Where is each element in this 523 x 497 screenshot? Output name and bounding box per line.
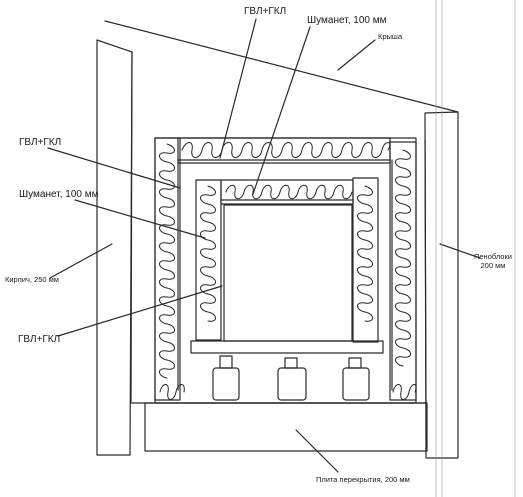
leader-foam — [439, 243, 481, 259]
label-foam-line2: 200 мм — [480, 260, 506, 270]
insulation-corner-left — [159, 384, 185, 400]
brick-wall-inner-line — [130, 51, 133, 404]
leader-roof — [337, 39, 376, 71]
label-gvl-top: ГВЛ+ГКЛ — [244, 6, 287, 17]
label-gvl-bottom: ГВЛ+ГКЛ — [18, 334, 61, 345]
insulation-inner-right — [357, 185, 373, 322]
label-shumanet-top: Шуманет, 100 мм — [307, 15, 387, 26]
top-panel — [177, 137, 391, 164]
label-roof: Крыша — [378, 32, 403, 41]
leader-shumanet-left — [74, 199, 206, 239]
inner-ceiling — [220, 179, 354, 205]
inner-room-space — [223, 204, 353, 342]
floating-floor — [190, 340, 384, 354]
leader-slab — [295, 429, 339, 473]
label-gvl-left: ГВЛ+ГКЛ — [19, 137, 62, 148]
insulation-inner-left — [200, 185, 216, 322]
floor-slab — [144, 402, 428, 452]
insulation-top — [181, 142, 391, 158]
leader-gvl-left — [47, 147, 181, 189]
right-wall-panel — [389, 141, 417, 401]
roof-line — [104, 20, 459, 113]
label-brick: Кирпич, 250 мм — [5, 275, 59, 284]
label-foam-line1: Пеноблоки — [474, 252, 512, 261]
leader-gvl-top — [219, 18, 257, 159]
label-slab: Плита перекрытия, 200 мм — [316, 475, 410, 484]
insulation-left-outer — [159, 143, 175, 379]
leader-shumanet-top — [252, 26, 311, 195]
insulation-corner-right — [392, 384, 417, 400]
support-block-3 — [342, 357, 370, 401]
leader-brick — [49, 243, 113, 279]
foam-block-wall-inner-line — [424, 139, 427, 404]
label-foam-blocks: Пеноблоки 200 мм — [474, 252, 512, 270]
leader-gvl-bottom — [57, 285, 223, 337]
brick-wall — [96, 39, 133, 456]
inner-right-wall — [352, 177, 379, 343]
support-block-1 — [212, 355, 240, 401]
foam-block-wall — [424, 111, 459, 459]
insulation-inner-ceiling — [225, 184, 353, 200]
support-block-2 — [277, 357, 307, 401]
label-shumanet-left: Шуманет, 100 мм — [19, 189, 99, 200]
left-wall-panel — [154, 137, 181, 401]
inner-left-wall — [195, 179, 222, 341]
insulation-right-outer — [395, 149, 411, 367]
